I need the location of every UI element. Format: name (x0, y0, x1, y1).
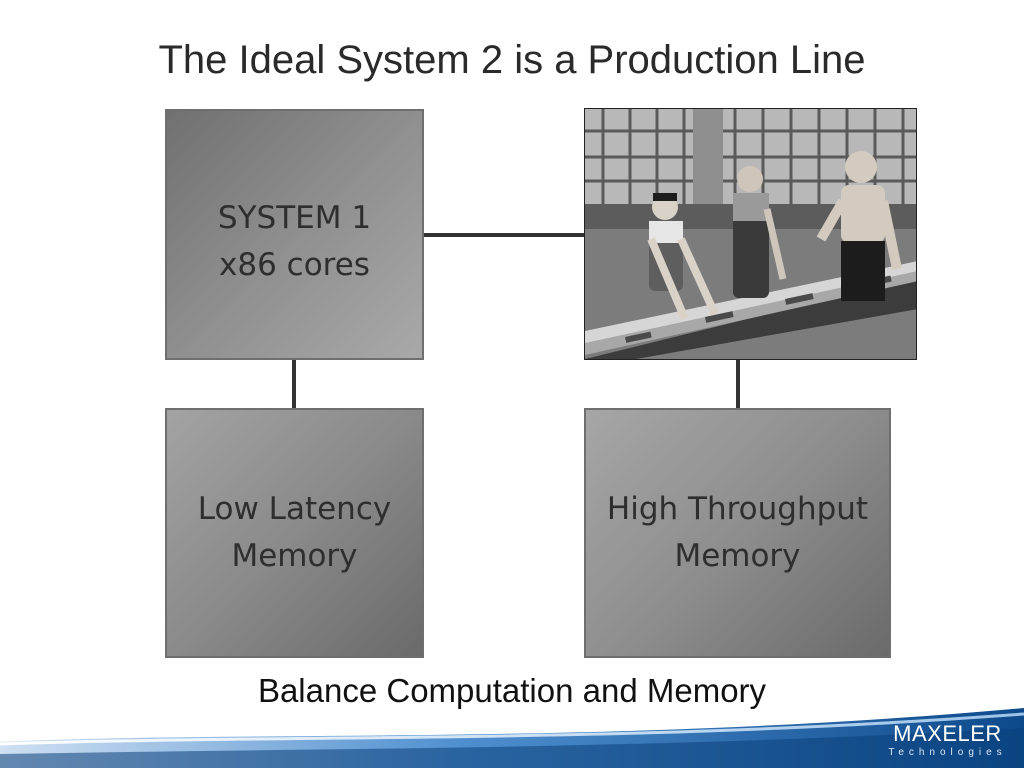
production-line-photo (584, 108, 917, 360)
low-latency-memory-box: Low Latency Memory (165, 408, 424, 658)
system1-sublabel: x86 cores (219, 247, 370, 283)
logo-name: MAXELER (893, 721, 1002, 746)
logo-subtitle: Technologies (888, 747, 1007, 758)
slide-title: The Ideal System 2 is a Production Line (158, 38, 866, 82)
high-throughput-label: High Throughput (606, 491, 869, 527)
system1-box: SYSTEM 1 x86 cores (165, 109, 424, 360)
low-latency-sublabel: Memory (231, 538, 358, 574)
low-latency-label: Low Latency (197, 491, 392, 527)
maxeler-logo: MAXELER Technologies (880, 722, 1015, 768)
system1-label: SYSTEM 1 (217, 200, 372, 236)
high-throughput-memory-box: High Throughput Memory (584, 408, 891, 658)
connector-system1-to-system2 (424, 233, 585, 237)
footer-wave (0, 708, 1024, 768)
production-line-illustration (585, 109, 916, 359)
connector-system2-to-high-throughput (736, 360, 740, 408)
high-throughput-sublabel: Memory (674, 538, 801, 574)
slide-caption: Balance Computation and Memory (257, 672, 767, 709)
connector-system1-to-low-latency (292, 360, 296, 408)
